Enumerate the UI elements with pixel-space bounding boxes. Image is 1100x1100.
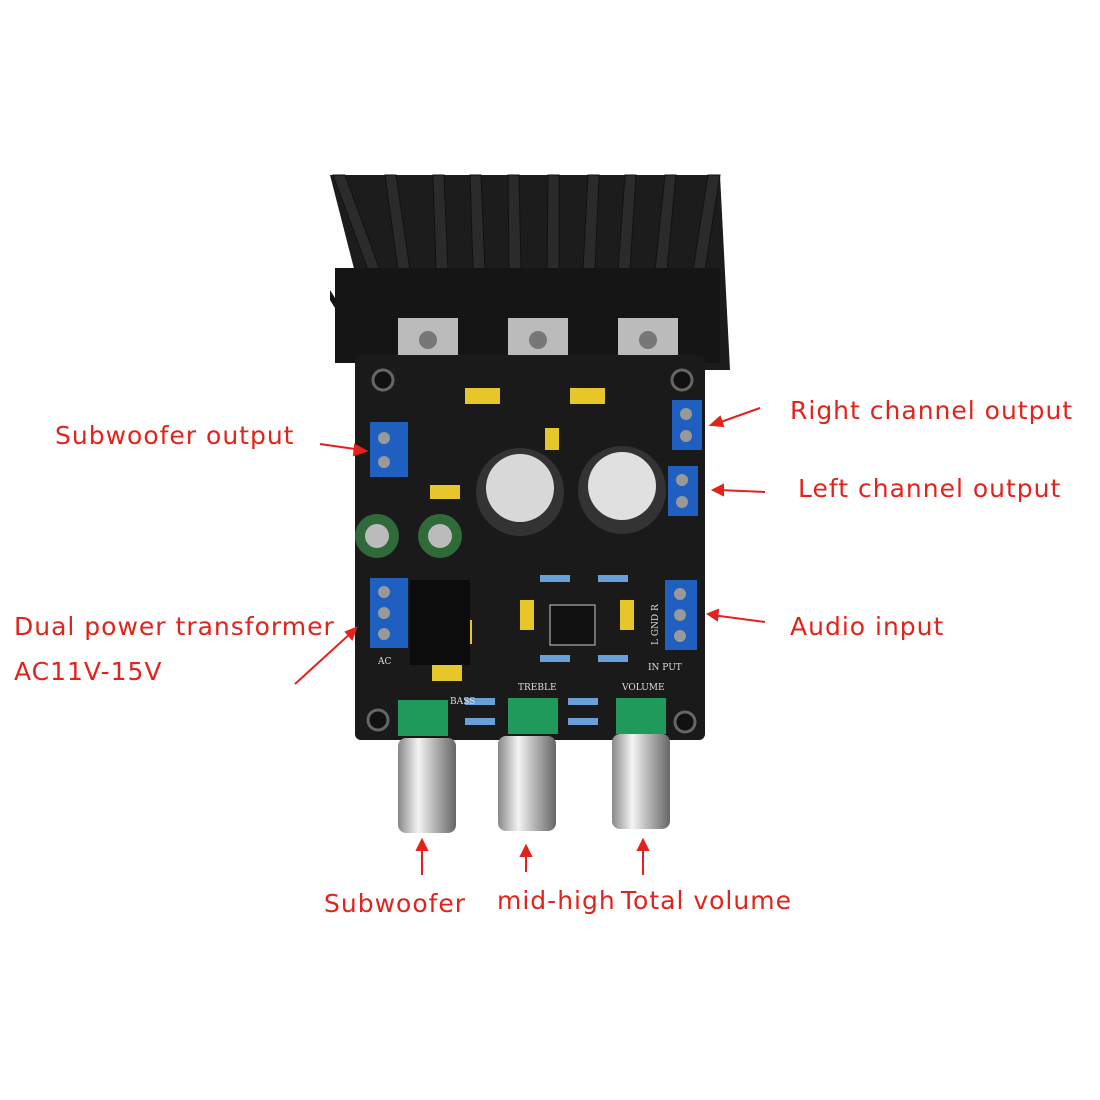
label-audio-input: Audio input bbox=[790, 612, 945, 641]
potentiometers bbox=[398, 698, 670, 833]
label-ac-voltage: AC11V-15V bbox=[14, 657, 163, 686]
silk-bass: BASS bbox=[450, 697, 475, 707]
label-mid-high-knob: mid-high bbox=[497, 886, 616, 915]
annotation-arrows bbox=[294, 407, 766, 875]
treble-knob bbox=[498, 736, 556, 831]
volume-knob bbox=[612, 734, 670, 829]
silk-input-pins: L GND R bbox=[651, 604, 661, 645]
silk-treble: TREBLE bbox=[518, 683, 557, 693]
bass-knob bbox=[398, 738, 456, 833]
label-total-volume-knob: Total volume bbox=[621, 886, 792, 915]
label-subwoofer-knob: Subwoofer bbox=[324, 889, 467, 918]
label-dual-power-transformer: Dual power transformer bbox=[14, 612, 335, 641]
silk-input: IN PUT bbox=[648, 663, 682, 673]
pcb: AC BASS TREBLE VOLUME IN PUT L GND R bbox=[355, 355, 705, 740]
silk-ac: AC bbox=[377, 657, 391, 667]
heatsink bbox=[330, 174, 730, 380]
silk-volume: VOLUME bbox=[621, 683, 665, 693]
label-left-channel-output: Left channel output bbox=[798, 474, 1062, 503]
label-right-channel-output: Right channel output bbox=[790, 396, 1074, 425]
label-subwoofer-output: Subwoofer output bbox=[55, 421, 295, 450]
